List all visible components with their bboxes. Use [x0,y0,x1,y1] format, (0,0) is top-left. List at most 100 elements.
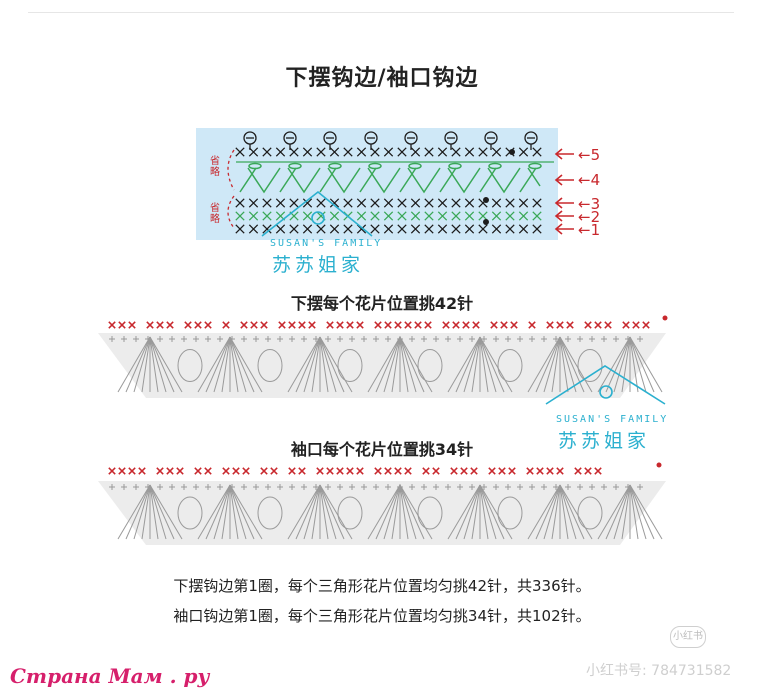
stitch-x [288,321,296,329]
lace-petal [177,496,203,530]
stitch-x [604,321,612,329]
lace-stroke [629,484,647,540]
lace-plus [445,336,451,342]
stitch-x [370,211,380,221]
lace-stroke [229,484,239,540]
edging-chart [196,128,574,240]
lace-petal [337,349,363,382]
stitch-x [302,147,313,157]
stitch-x [397,224,407,234]
lace-stroke [133,336,151,393]
lace-petal [337,496,363,530]
stitch-x [478,147,488,157]
stitch-x [108,321,116,329]
lace-plus [613,484,619,490]
lace-stroke [399,484,417,540]
lace-plus [601,336,607,342]
lace-plus [229,336,235,342]
lace-plus [265,484,271,490]
lace-plus [361,484,367,490]
stitch-x [383,224,394,234]
lace-plus [553,336,559,342]
stitch-x [194,321,202,329]
lace-stroke [527,484,561,540]
lace-stroke [383,484,401,540]
stitch-x [329,224,340,234]
hem-lace-panel [98,315,668,405]
lace-stroke [629,484,663,540]
picot-mark [484,131,498,150]
stitch-x [316,147,326,157]
stitch-x [302,198,313,208]
stitch-x [394,321,402,329]
lace-petal [497,349,523,382]
lace-plus [289,484,295,490]
lace-petal [417,496,443,530]
lace-plus [133,484,139,490]
stitch-x [508,467,516,475]
lace-stroke [149,484,167,540]
omission-braces [227,149,235,229]
lace-plus [325,484,331,490]
stitch-x [289,224,299,234]
stitch-x [222,321,230,329]
stitch-x [491,224,502,234]
stitch-x [374,321,382,329]
lace-plus [193,484,199,490]
cuff-instruction: 袖口钩边第1圈，每个三角形花片位置均匀挑34针，共102针。 [173,607,591,625]
stitch-x [343,224,353,234]
stitch-x [194,467,202,475]
stitch-x [356,147,367,157]
stitch-x [384,467,392,475]
stitch-x [574,467,582,475]
lace-plus [337,336,343,342]
stitch-x [222,467,230,475]
lace-plus [109,484,115,490]
lace-plus [481,484,487,490]
stitch-x [248,224,259,234]
lace-plus [589,336,595,342]
stitch-x [397,147,407,157]
lace-stroke [205,336,231,393]
lace-plus [385,484,391,490]
lace-stroke [535,336,561,393]
row-label-1: ←1 [578,221,601,239]
lace-plus [181,484,187,490]
stitch-x [156,467,164,475]
stitch-x [250,321,258,329]
lace-plus [541,484,547,490]
lace-plus [577,484,583,490]
stitch-x [240,321,248,329]
stitch-x [532,211,542,221]
stitch-x [404,321,412,329]
lace-stroke [527,336,561,393]
lace-plus [469,484,475,490]
stitch-x [422,467,430,475]
lace-plus [421,336,427,342]
lace-stroke [319,484,353,540]
stitch-x [437,211,448,221]
stitch-x [437,198,448,208]
lace-stroke [319,336,337,393]
stitch-x [500,321,508,329]
stitch-x [138,467,146,475]
lace-plus [169,484,175,490]
hem-lace-stitches [109,336,663,393]
watermark-en-1: SUSAN'S FAMILY [270,238,383,249]
lace-plus [553,484,559,490]
stitch-x [510,321,518,329]
lace-plus [469,336,475,342]
stitch-x [235,224,245,234]
watermark-cn-1: 苏苏姐家 [272,254,365,276]
lace-plus [145,336,151,342]
stitch-x [464,211,475,221]
stitch-x [176,467,184,475]
stitch-x [491,211,502,221]
lace-plus [493,336,499,342]
stitch-x [528,321,536,329]
stitch-x [118,321,126,329]
stitch-x [532,198,542,208]
stitch-x [584,321,592,329]
watermark-hook-1 [261,190,373,237]
lace-plus [361,336,367,342]
